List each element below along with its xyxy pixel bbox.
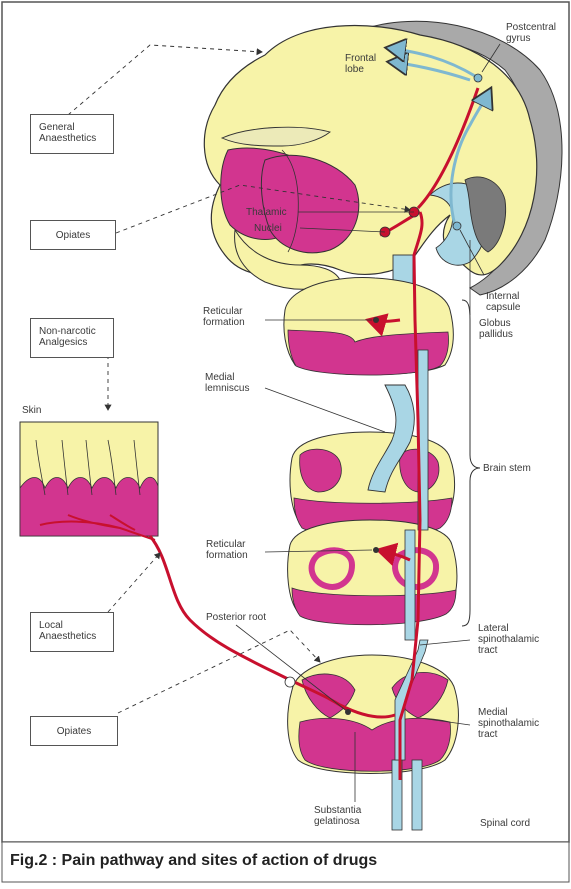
opiates-box-bottom: Opiates: [30, 716, 118, 746]
label-medial-lemniscus: Medial lemniscus: [205, 372, 249, 394]
label-lateral-spinothalamic-tract: Lateral spinothalamic tract: [478, 623, 539, 656]
label-skin: Skin: [22, 405, 41, 416]
lateral-tract-middle: [405, 530, 415, 640]
label-thalamic: Thalamic: [246, 207, 287, 218]
label-internal-capsule: Internal capsule: [486, 291, 520, 313]
opiates-box-top: Opiates: [30, 220, 116, 250]
brain-stem: [284, 255, 457, 640]
label-reticular-formation-top: Reticular formation: [203, 306, 245, 328]
spinal-tract-right: [412, 760, 422, 830]
figure-caption: Fig.2 : Pain pathway and sites of action…: [6, 848, 570, 874]
skin-panel: [20, 422, 158, 540]
label-globus-pallidus: Globus pallidus: [479, 318, 513, 340]
label-spinal-cord: Spinal cord: [480, 818, 530, 829]
label-medial-spinothalamic-tract: Medial spinothalamic tract: [478, 707, 539, 740]
reticular-branch-top: [368, 320, 400, 322]
brain: [204, 21, 562, 295]
dermis: [20, 477, 158, 536]
label-substantia-gelatinosa: Substantia gelatinosa: [314, 805, 361, 827]
label-brain-stem: Brain stem: [483, 463, 531, 474]
label-postcentral-gyrus: Postcentral gyrus: [506, 22, 556, 44]
label-nuclei: Nuclei: [254, 223, 282, 234]
label-posterior-root: Posterior root: [206, 612, 266, 623]
label-frontal-lobe: Frontal lobe: [345, 53, 376, 75]
label-reticular-formation-bottom: Reticular formation: [206, 539, 248, 561]
local-anaesthetics-box: Local Anaesthetics: [30, 612, 114, 652]
non-narcotic-analgesics-box: Non-narcotic Analgesics: [30, 318, 114, 358]
general-anaesthetics-box: General Anaesthetics: [30, 114, 114, 154]
